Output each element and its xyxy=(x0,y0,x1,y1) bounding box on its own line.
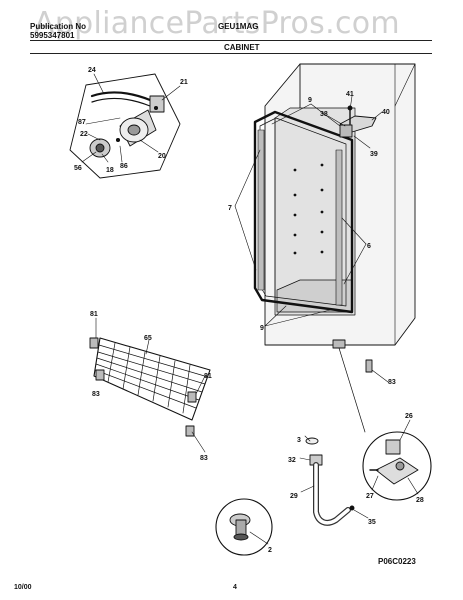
watermark: AppliancePartsPros.com xyxy=(34,6,400,41)
callout-3: 3 xyxy=(297,437,301,444)
header-rule-top xyxy=(30,40,432,41)
callout-21: 21 xyxy=(180,79,188,86)
callout-83-left: 83 xyxy=(92,391,100,398)
thermostat-inset xyxy=(69,73,181,179)
callout-86: 86 xyxy=(120,163,128,170)
callout-24: 24 xyxy=(88,67,96,74)
callout-29: 29 xyxy=(290,493,298,500)
callout-labels: 24 21 87 22 20 56 18 86 9 41 38 40 39 7 … xyxy=(74,67,424,554)
callout-28: 28 xyxy=(416,497,424,504)
model-number: GEU1MAG xyxy=(218,22,259,31)
footer-date: 10/00 xyxy=(14,584,32,591)
page-number: 4 xyxy=(233,584,237,591)
drawing-number: P06C0223 xyxy=(378,557,416,566)
leader-lines xyxy=(81,73,419,545)
callout-56: 56 xyxy=(74,165,82,172)
callout-81-right: 81 xyxy=(204,373,212,380)
header-rule-bottom xyxy=(30,53,432,54)
callout-83-bottom: 83 xyxy=(200,455,208,462)
callout-6: 6 xyxy=(367,243,371,250)
callout-26: 26 xyxy=(405,413,413,420)
callout-41: 41 xyxy=(346,91,354,98)
publication-label: Publication No xyxy=(30,22,86,31)
callout-22: 22 xyxy=(80,131,88,138)
callout-39: 39 xyxy=(370,151,378,158)
callout-7: 7 xyxy=(228,205,232,212)
drain-detail-circle xyxy=(362,431,432,501)
callout-35: 35 xyxy=(368,519,376,526)
leg-detail-circle xyxy=(215,498,273,556)
callout-83-right: 83 xyxy=(388,379,396,386)
cabinet-body xyxy=(253,63,416,346)
callout-9-bottom: 9 xyxy=(260,325,264,332)
callout-2: 2 xyxy=(268,547,272,554)
callout-18: 18 xyxy=(106,167,114,174)
callout-38: 38 xyxy=(320,111,328,118)
callout-20: 20 xyxy=(158,153,166,160)
section-title: CABINET xyxy=(224,43,260,52)
callout-9-top: 9 xyxy=(308,97,312,104)
top-hinge xyxy=(339,105,377,138)
callout-40: 40 xyxy=(382,109,390,116)
callout-87: 87 xyxy=(78,119,86,126)
callout-32: 32 xyxy=(288,457,296,464)
drain-assembly xyxy=(305,339,373,526)
callout-81-left: 81 xyxy=(90,311,98,318)
callout-65: 65 xyxy=(144,335,152,342)
wire-grille xyxy=(89,337,211,437)
publication-number: 5995347801 xyxy=(30,31,75,40)
callout-27: 27 xyxy=(366,493,374,500)
